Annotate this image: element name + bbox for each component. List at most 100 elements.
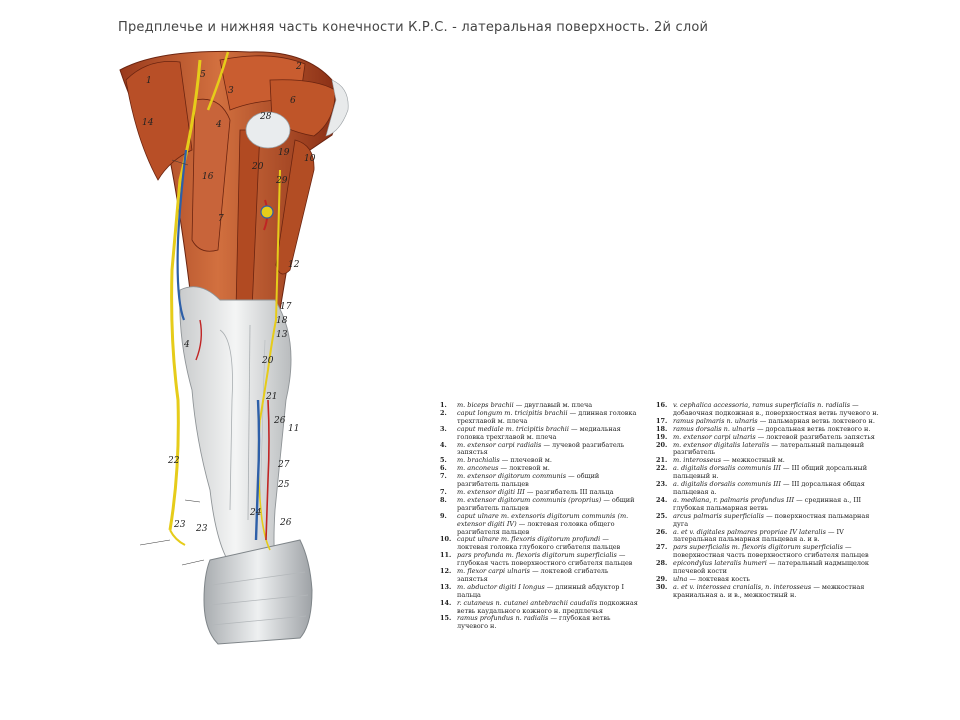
- fig-label: 21: [266, 392, 278, 402]
- legend-russian: — срединная а., III глубокая пальмарная …: [673, 495, 862, 512]
- legend-item: 11. pars profunda m. flexoris digitorum s…: [440, 551, 640, 568]
- legend-text: m. flexor carpi ulnaris — локтевой сгиба…: [457, 567, 640, 584]
- legend-item: 8. m. extensor digitorum communis (propri…: [440, 495, 640, 513]
- fig-label: 26: [280, 518, 292, 528]
- legend-latin: epicondylus lateralis humeri: [673, 559, 767, 568]
- legend-number: 26.: [656, 527, 668, 536]
- fig-label: 22: [168, 456, 180, 466]
- legend-item: 3.caput mediale m. tricipitis brachii — …: [440, 425, 640, 442]
- legend-russian: — III дорсальная общая пальцевая а.: [673, 480, 865, 496]
- legend-text: caput mediale m. tricipitis brachii — ме…: [457, 425, 640, 442]
- forelimb-illustration: 1 5 3 2 6 14 4 28 19 10 20 16 7 29 12 17…: [100, 40, 400, 660]
- legend-number: 27.: [656, 543, 668, 552]
- legend-latin: m. abductor digiti I longus: [457, 582, 545, 591]
- legend-text: m. extensor digitorum communis (proprius…: [457, 495, 640, 513]
- fig-label: 18: [276, 316, 288, 326]
- legend-russian: — добавочная подкожная в., поверхностная…: [673, 401, 879, 417]
- legend-number: 24.: [656, 495, 668, 504]
- legend-latin: ulna: [673, 574, 688, 583]
- legend-russian: — лучевой разгибатель запястья: [457, 440, 625, 457]
- legend-russian: — поверхностная часть поверхностного сги…: [673, 543, 869, 560]
- legend-russian: — дорсальная ветвь локтевого н.: [756, 424, 871, 433]
- legend-latin: pars superficialis m. flexoris digitorum…: [673, 543, 843, 552]
- legend-latin: a. digitalis dorsalis communis III: [673, 480, 781, 489]
- legend-number: 4.: [440, 440, 447, 449]
- legend-latin: m. flexor carpi ulnaris: [457, 567, 531, 576]
- legend-text: v. cephalica accessoria, ramus superfici…: [673, 401, 881, 418]
- legend-latin: pars profunda m. flexoris digitorum supe…: [457, 551, 617, 560]
- legend-text: a. digitalis dorsalis communis III — III…: [673, 480, 881, 497]
- legend-item: 27. pars superficialis m. flexoris digito…: [656, 543, 881, 560]
- legend-latin: m. extensor digitorum communis (proprius…: [457, 495, 602, 504]
- fig-label: 26: [274, 416, 286, 426]
- legend-latin: m. biceps brachii: [457, 401, 514, 409]
- fig-label: 10: [304, 154, 316, 164]
- legend-latin: m. extensor digitalis lateralis: [673, 440, 770, 449]
- legend-item: 20. m. extensor digitalis lateralis — лат…: [656, 440, 881, 458]
- legend-right: 16. v. cephalica accessoria, ramus superf…: [656, 401, 881, 600]
- fig-label: 25: [278, 480, 290, 490]
- fig-label: 3: [228, 86, 234, 96]
- legend-number: 11.: [440, 551, 452, 560]
- legend-text: m. extensor digitorum communis — общий р…: [457, 472, 640, 489]
- legend-russian: — IV латеральная пальмарная пальцевая а.…: [673, 527, 844, 544]
- legend-russian: — латеральный пальцевый разгибатель: [673, 440, 865, 457]
- legend-item: 7. m. extensor digitorum communis — общий…: [440, 472, 640, 489]
- legend-text: pars superficialis m. flexoris digitorum…: [673, 543, 881, 560]
- anatomy-drawing: [119, 50, 349, 645]
- legend-latin: r. cutaneus n. cutanei antebrachii cauda…: [457, 598, 598, 607]
- legend-text: m. biceps brachii — двуглавый м. плеча: [457, 401, 640, 410]
- legend-russian: — плечевой м.: [501, 456, 552, 465]
- legend-number: 8.: [440, 495, 447, 504]
- legend-russian: — двуглавый м. плеча: [515, 401, 593, 409]
- legend-item: 26. a. et v. digitales palmares propriae …: [656, 527, 881, 545]
- legend-latin: arcus palmaris superficialis: [673, 511, 765, 520]
- legend-number: 15.: [440, 614, 452, 623]
- legend-number: 1.: [440, 401, 447, 409]
- legend-text: ulna — локтевая кость: [673, 574, 881, 584]
- legend-number: 29.: [656, 574, 668, 583]
- legend-number: 9.: [440, 511, 447, 520]
- fig-label: 23: [196, 524, 208, 534]
- legend-russian: — локтевая головка общего разгибателя па…: [457, 519, 615, 536]
- legend-latin: m. extensor digiti III: [457, 487, 525, 496]
- legend-latin: ramus dorsalis n. ulnaris: [673, 424, 755, 433]
- legend-text: m. extensor digitalis lateralis — латера…: [673, 440, 881, 458]
- legend-number: 7.: [440, 472, 447, 481]
- legend-number: 10.: [440, 535, 452, 544]
- legend-latin: m. brachialis: [457, 456, 500, 465]
- legend-number: 16.: [656, 401, 668, 409]
- legend-latin: caput longum m. tricipitis brachii: [457, 408, 568, 417]
- legend-russian: — межкостный м.: [723, 456, 785, 465]
- fig-label: 27: [278, 460, 290, 470]
- fig-label: 4: [216, 120, 222, 130]
- legend-item: 22.a. digitalis dorsalis communis III — …: [656, 464, 881, 481]
- fig-label: 23: [174, 520, 186, 530]
- legend-latin: ramus palmaris n. ulnaris: [673, 416, 758, 425]
- legend-text: arcus palmaris superficialis — поверхнос…: [673, 511, 881, 529]
- legend-item: 24. a. mediana, r. palmaris profundus III…: [656, 495, 881, 513]
- fig-label: 17: [280, 302, 292, 312]
- legend-latin: m. interosseus: [673, 456, 722, 465]
- legend-number: 20.: [656, 440, 668, 449]
- legend-latin: v. cephalica accessoria, ramus superfici…: [673, 401, 851, 409]
- legend-text: caput longum m. tricipitis brachii — дли…: [457, 408, 640, 426]
- legend-latin: m. extensor carpi radialis: [457, 440, 542, 449]
- legend-latin: ramus profundus n. radialis: [457, 614, 549, 623]
- legend-russian: — локтевая кость: [689, 574, 750, 583]
- legend-text: m. extensor carpi ulnaris — локтевой раз…: [673, 433, 881, 442]
- legend-item: 6.m. anconeus — локтевой м.: [440, 464, 640, 473]
- legend-russian: — III общий дорсальный пальцевый н.: [673, 464, 868, 481]
- legend-latin: a. mediana, r. palmaris profundus III: [673, 495, 795, 504]
- legend-text: epicondylus lateralis humeri — латеральн…: [673, 559, 881, 576]
- fig-label: 1: [146, 76, 152, 86]
- legend-russian: — локтевая головка глубокого сгибателя п…: [457, 535, 621, 552]
- legend-text: a. digitalis dorsalis communis III — III…: [673, 464, 881, 481]
- legend-item: 2.caput longum m. tricipitis brachii — д…: [440, 408, 640, 426]
- legend-text: pars profunda m. flexoris digitorum supe…: [457, 551, 640, 568]
- legend-text: a. et v. digitales palmares propriae IV …: [673, 527, 881, 545]
- hoof: [203, 539, 313, 645]
- legend-russian: — глубокая часть поверхностного сгибател…: [457, 551, 633, 568]
- legend-item: 14.r. cutaneus n. cutanei antebrachii ca…: [440, 598, 640, 616]
- legend-text: m. extensor digiti III — разгибатель III…: [457, 487, 640, 497]
